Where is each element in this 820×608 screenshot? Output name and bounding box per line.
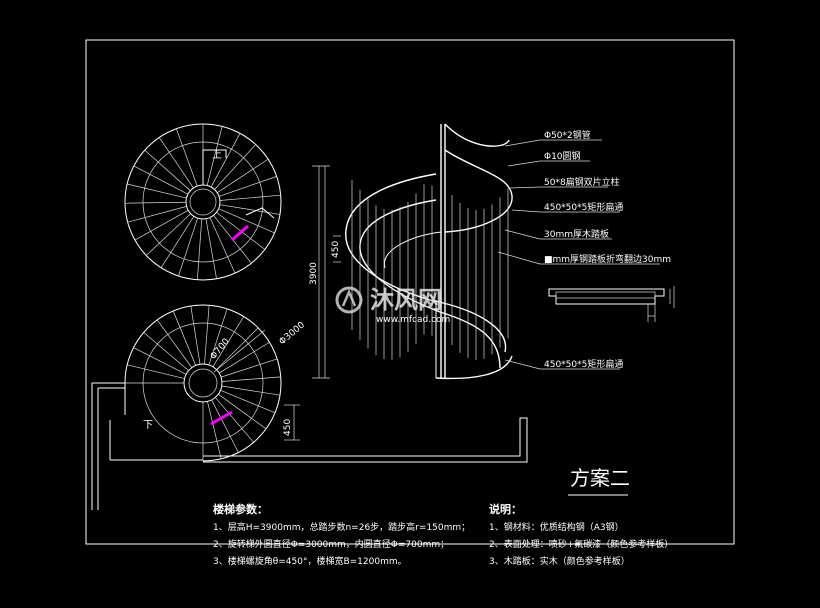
tread-line xyxy=(127,183,187,199)
callout-2: Φ10圆钢 xyxy=(544,150,581,162)
tread-line xyxy=(127,206,187,223)
plan-ring xyxy=(142,322,264,444)
offset-label: 450 xyxy=(283,419,293,436)
callout-leaders xyxy=(497,139,660,370)
tread-line xyxy=(146,213,191,256)
notes-line-3: 3、木踏板：实木（颜色参考样板） xyxy=(489,555,630,567)
tread-line xyxy=(125,201,187,204)
tread-line xyxy=(204,305,210,365)
tread-line xyxy=(172,310,197,366)
params-line-3: 3、楼梯螺旋角θ=450°，楼梯宽B=1200mm。 xyxy=(213,555,407,567)
watermark-url: www.mfcad.com xyxy=(376,315,450,325)
tread-line xyxy=(220,358,278,378)
tread-line xyxy=(134,209,189,241)
sub-dimension: 450 xyxy=(331,241,341,258)
drawing-frame xyxy=(85,39,735,545)
tread-line xyxy=(209,217,236,274)
callout-1: Φ50*2钢管 xyxy=(544,129,591,141)
tread-line xyxy=(219,194,281,201)
tread-line xyxy=(144,149,191,191)
notes-line-2: 2、表面处理：喷砂+氟碳漆（颜色参考样板） xyxy=(489,538,673,550)
tread-line xyxy=(221,376,281,382)
tread-line xyxy=(175,128,198,187)
tread-line xyxy=(196,218,203,280)
tread-line xyxy=(205,218,217,279)
elevation-balusters xyxy=(351,180,509,360)
callout-4: 450*50*5矩形扁通 xyxy=(544,201,623,213)
callout-6: ■mm厚钢踏板折弯翻边30mm xyxy=(544,253,671,265)
tread-line xyxy=(212,316,245,367)
notes-header: 说明： xyxy=(489,502,522,516)
params-header: 楼梯参数： xyxy=(213,502,268,516)
tread-line xyxy=(160,216,195,268)
tread-line xyxy=(158,137,194,189)
tread-line xyxy=(133,165,189,195)
lower-plan-view: 下 Φ3000 Φ700 450 xyxy=(91,304,528,510)
tread-line xyxy=(211,399,239,453)
tread-line xyxy=(218,176,277,197)
tread-line xyxy=(190,305,201,365)
tread-line xyxy=(215,397,254,443)
drawing-title: 方案二 xyxy=(570,466,630,490)
tread-line xyxy=(216,327,259,370)
up-label: 上 xyxy=(212,149,222,161)
callout-7: 450*50*5矩形扁通 xyxy=(544,358,623,370)
down-label: 下 xyxy=(143,420,153,431)
elevation-view: 3900 450 xyxy=(309,123,675,380)
lower-plan-treads xyxy=(125,305,281,461)
tread-line xyxy=(218,208,275,234)
tread-line xyxy=(208,308,228,366)
params-line-2: 2、旋转梯外圆直径Φ=3000mm，内圆直径Φ=700mm； xyxy=(213,538,449,550)
outer-diameter-label: Φ3000 xyxy=(278,320,308,347)
plan-ring xyxy=(142,141,264,263)
tread-line xyxy=(156,319,193,368)
notes-line-1: 1、钢材料：优质结构钢（A3钢） xyxy=(489,521,624,533)
upper-plan-view: 上 xyxy=(124,123,282,281)
tread-line xyxy=(221,385,281,396)
watermark: 沐风网 www.mfcad.com xyxy=(335,286,450,325)
callout-5: 30mm厚木踏板 xyxy=(544,228,609,240)
tread-line xyxy=(143,332,189,371)
inner-diameter-label: Φ700 xyxy=(209,337,232,362)
upper-plan-treads xyxy=(125,124,281,280)
tread-line xyxy=(127,364,185,379)
params-line-1: 1、层高H=3900mm，总踏步数n=26步，踏步高r=150mm； xyxy=(213,521,470,533)
tread-line xyxy=(133,347,187,375)
watermark-text: 沐风网 xyxy=(370,286,442,314)
callout-3: 50*8扁钢双片立柱 xyxy=(544,176,620,188)
tread-line xyxy=(219,341,270,374)
height-dimension: 3900 xyxy=(309,262,319,285)
tread-line xyxy=(219,204,281,215)
tread-line xyxy=(207,401,222,459)
tread-line xyxy=(210,133,241,188)
tread-line xyxy=(206,126,223,186)
tread-line xyxy=(218,393,267,430)
tread-line xyxy=(220,389,276,414)
tread-line xyxy=(178,218,198,277)
tread-line xyxy=(217,158,269,193)
tread-line xyxy=(214,144,256,190)
